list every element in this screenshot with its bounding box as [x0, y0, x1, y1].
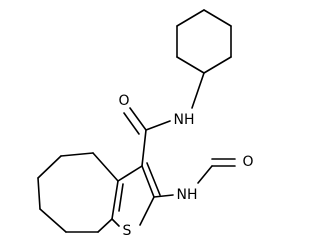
bond	[203, 56, 232, 74]
amide-nitrogen-label: NH	[174, 112, 195, 128]
bond	[176, 9, 205, 27]
cyclohexyl-ring	[176, 9, 232, 74]
double-bond	[141, 165, 155, 198]
bond	[117, 165, 143, 182]
double-bond	[123, 112, 140, 135]
formamide-nitrogen-label: NH	[177, 187, 198, 203]
bond	[153, 194, 174, 198]
bond	[145, 120, 171, 131]
bond	[97, 218, 113, 233]
bond	[37, 155, 62, 179]
amide-group	[123, 72, 205, 167]
bond	[139, 196, 155, 226]
sulfur-label: S	[123, 223, 132, 239]
double-bond	[111, 180, 119, 220]
bond	[203, 9, 232, 27]
cycloheptane-ring	[37, 152, 119, 233]
thiophene-ring	[111, 162, 161, 227]
bond	[92, 152, 119, 182]
double-bond	[129, 107, 147, 131]
chemical-structure-diagram: O NH O NH S	[37, 9, 254, 239]
bond	[39, 208, 67, 233]
formyl-oxygen-label: O	[242, 154, 253, 170]
bond	[37, 177, 41, 210]
bond	[197, 165, 213, 184]
bond	[176, 56, 205, 74]
formamide-group	[153, 158, 236, 198]
bond	[111, 218, 120, 227]
bond	[191, 72, 205, 109]
double-bond	[146, 162, 161, 196]
bond	[141, 129, 147, 167]
bond	[60, 152, 94, 157]
amide-oxygen-label: O	[118, 93, 129, 109]
atom-labels: O NH O NH S	[118, 93, 253, 239]
double-bond	[118, 183, 124, 212]
